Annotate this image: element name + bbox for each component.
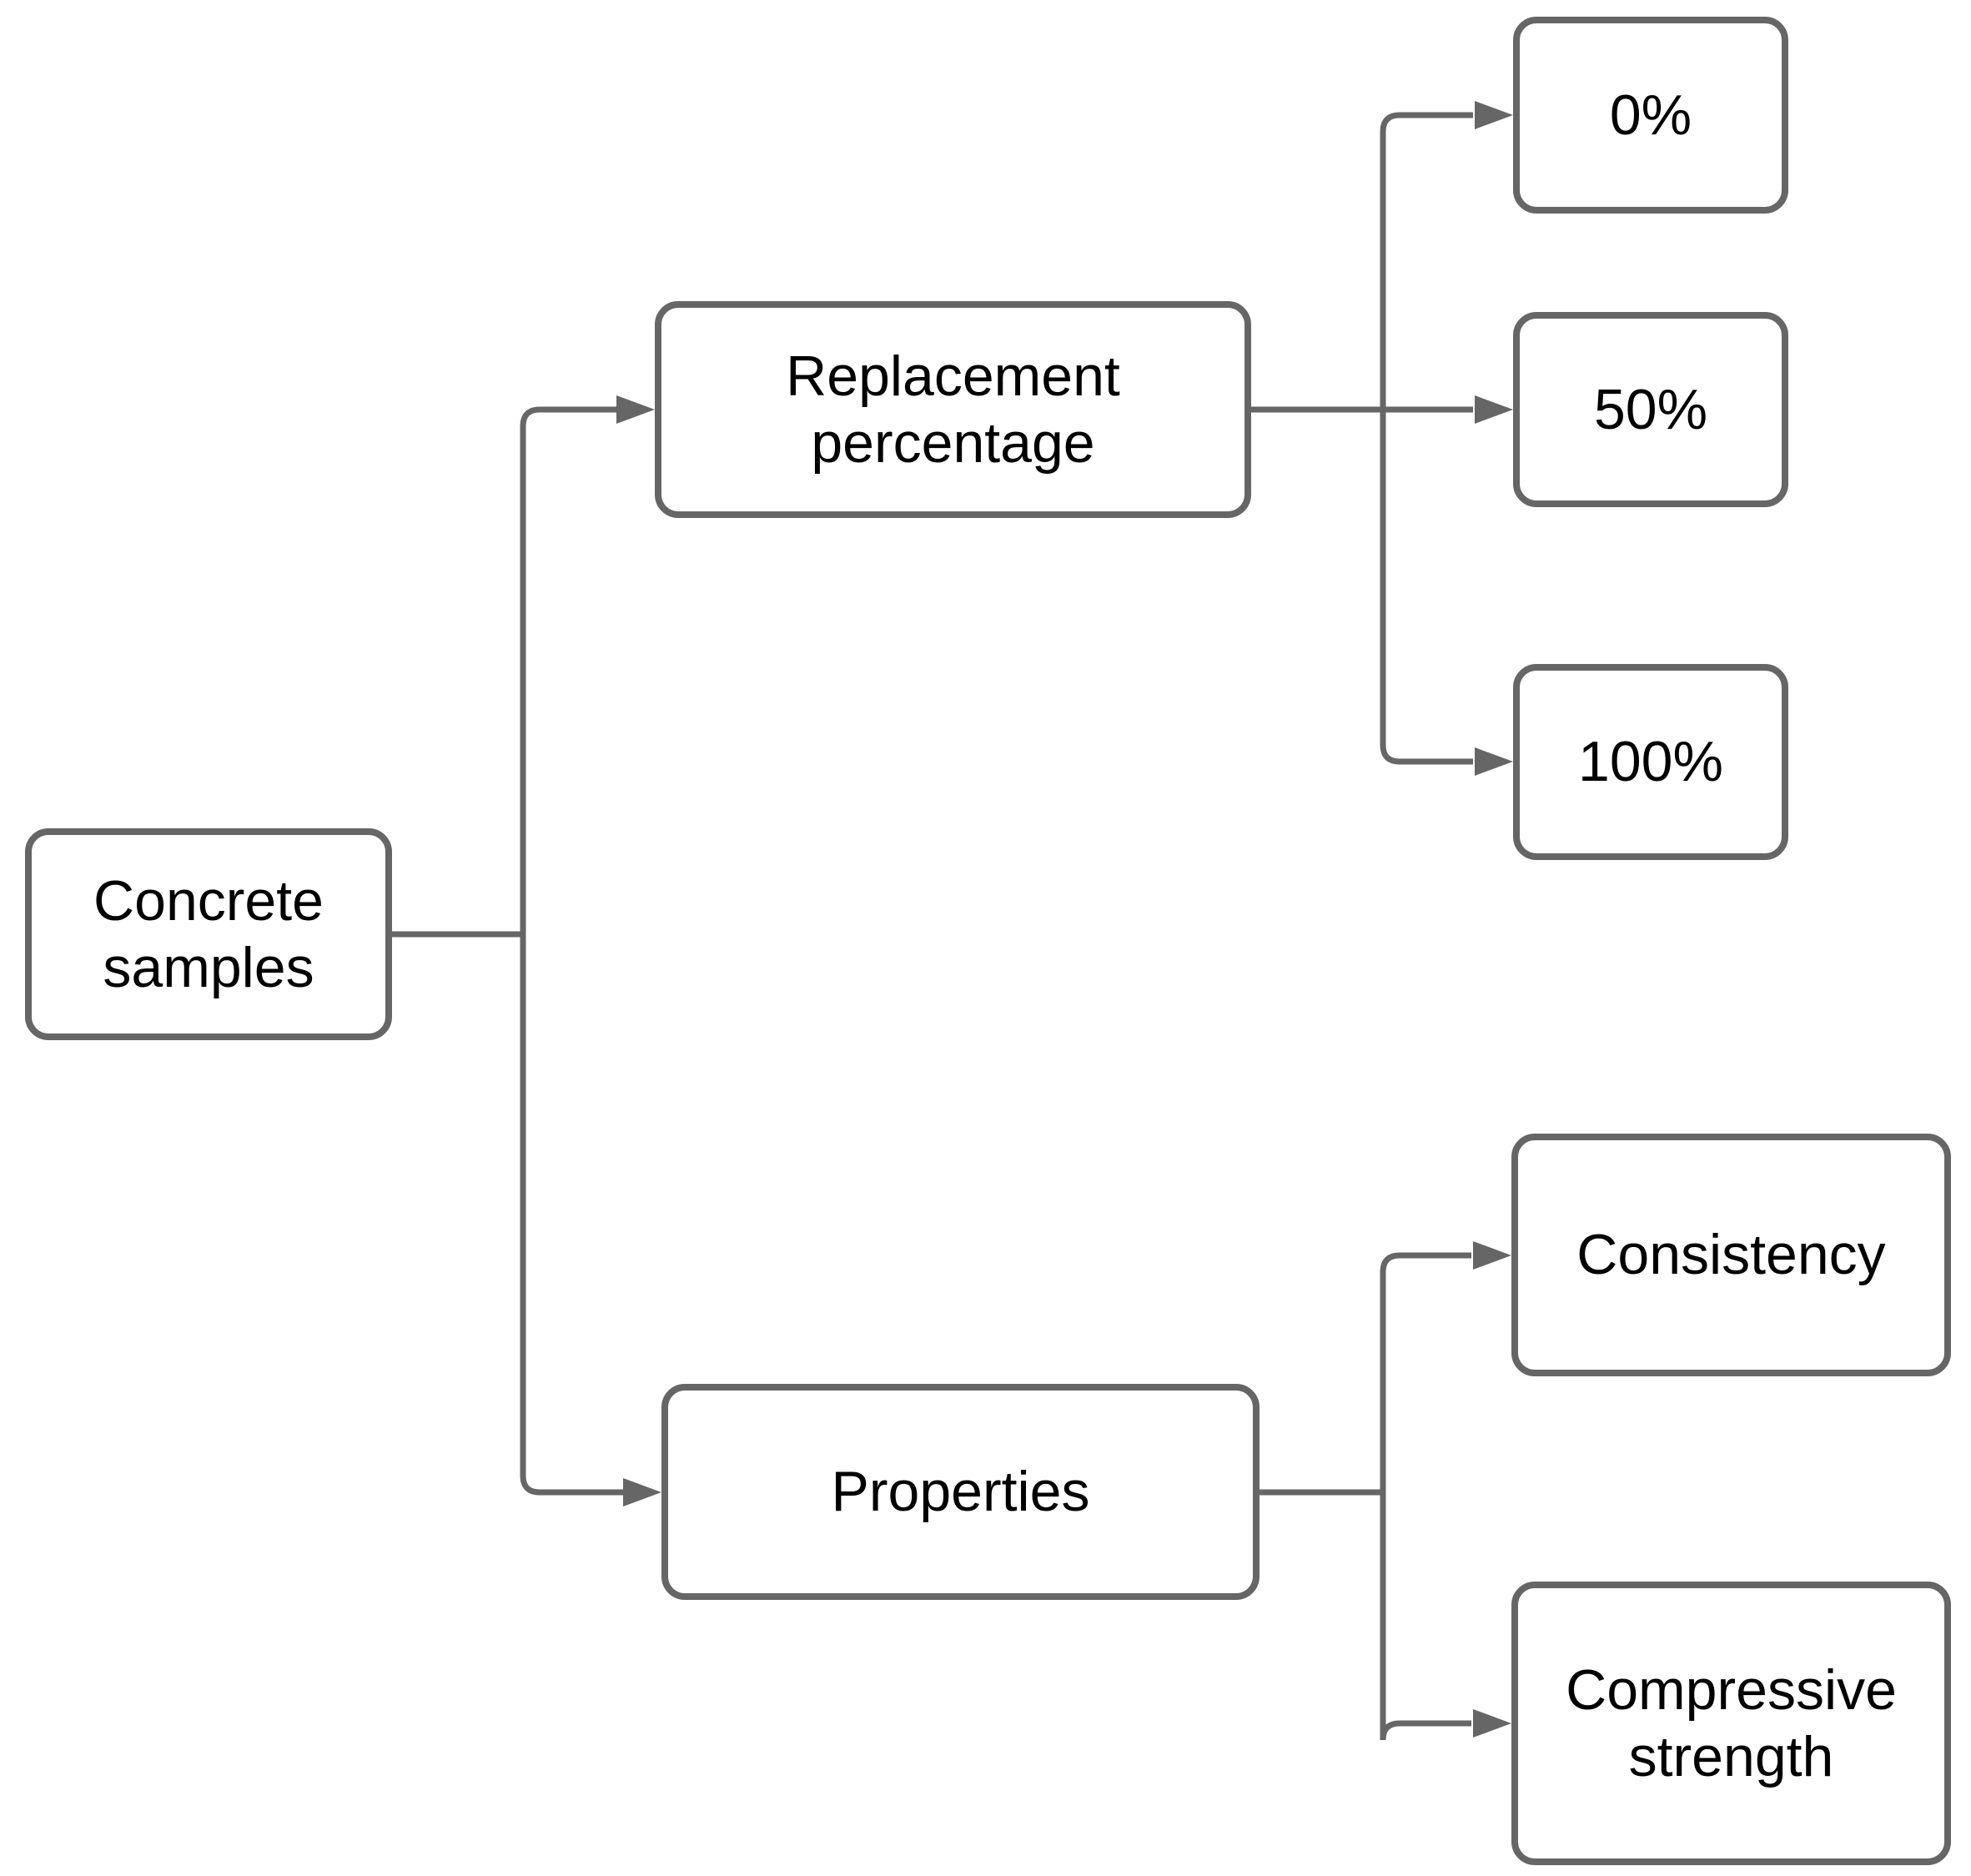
node-0-percent-label: 0% bbox=[1609, 83, 1692, 147]
edge-properties-compressive bbox=[1380, 1492, 1471, 1741]
node-compressive-strength: Compressive strength bbox=[1511, 1582, 1951, 1865]
edge-replacement-100 bbox=[1380, 410, 1473, 765]
edge-root-replacement bbox=[520, 406, 618, 934]
arrowhead-compressive bbox=[1473, 1709, 1511, 1738]
arrowhead-0 bbox=[1475, 101, 1513, 129]
node-properties-label: Properties bbox=[831, 1460, 1090, 1524]
node-50-percent-label: 50% bbox=[1593, 377, 1708, 441]
node-100-percent: 100% bbox=[1513, 664, 1788, 860]
arrowhead-100 bbox=[1475, 747, 1513, 776]
node-compressive-strength-label: Compressive strength bbox=[1566, 1657, 1897, 1788]
arrowhead-50 bbox=[1475, 395, 1513, 424]
node-concrete-samples-label: Concrete samples bbox=[93, 868, 324, 999]
node-50-percent: 50% bbox=[1513, 312, 1788, 507]
node-consistency: Consistency bbox=[1511, 1134, 1951, 1376]
edge-properties-consistency bbox=[1380, 1252, 1471, 1492]
edge-root-properties bbox=[520, 934, 625, 1496]
node-concrete-samples: Concrete samples bbox=[25, 828, 392, 1040]
node-replacement-percentage: Replacement percentage bbox=[655, 301, 1251, 518]
arrowhead-consistency bbox=[1473, 1241, 1511, 1270]
node-properties: Properties bbox=[661, 1384, 1260, 1600]
node-replacement-percentage-label: Replacement percentage bbox=[786, 344, 1120, 475]
edge-replacement-0 bbox=[1380, 112, 1473, 410]
node-100-percent-label: 100% bbox=[1578, 730, 1723, 794]
arrowhead-properties bbox=[623, 1478, 661, 1506]
arrowhead-replacement bbox=[616, 395, 655, 424]
node-0-percent: 0% bbox=[1513, 17, 1788, 214]
node-consistency-label: Consistency bbox=[1576, 1223, 1886, 1287]
